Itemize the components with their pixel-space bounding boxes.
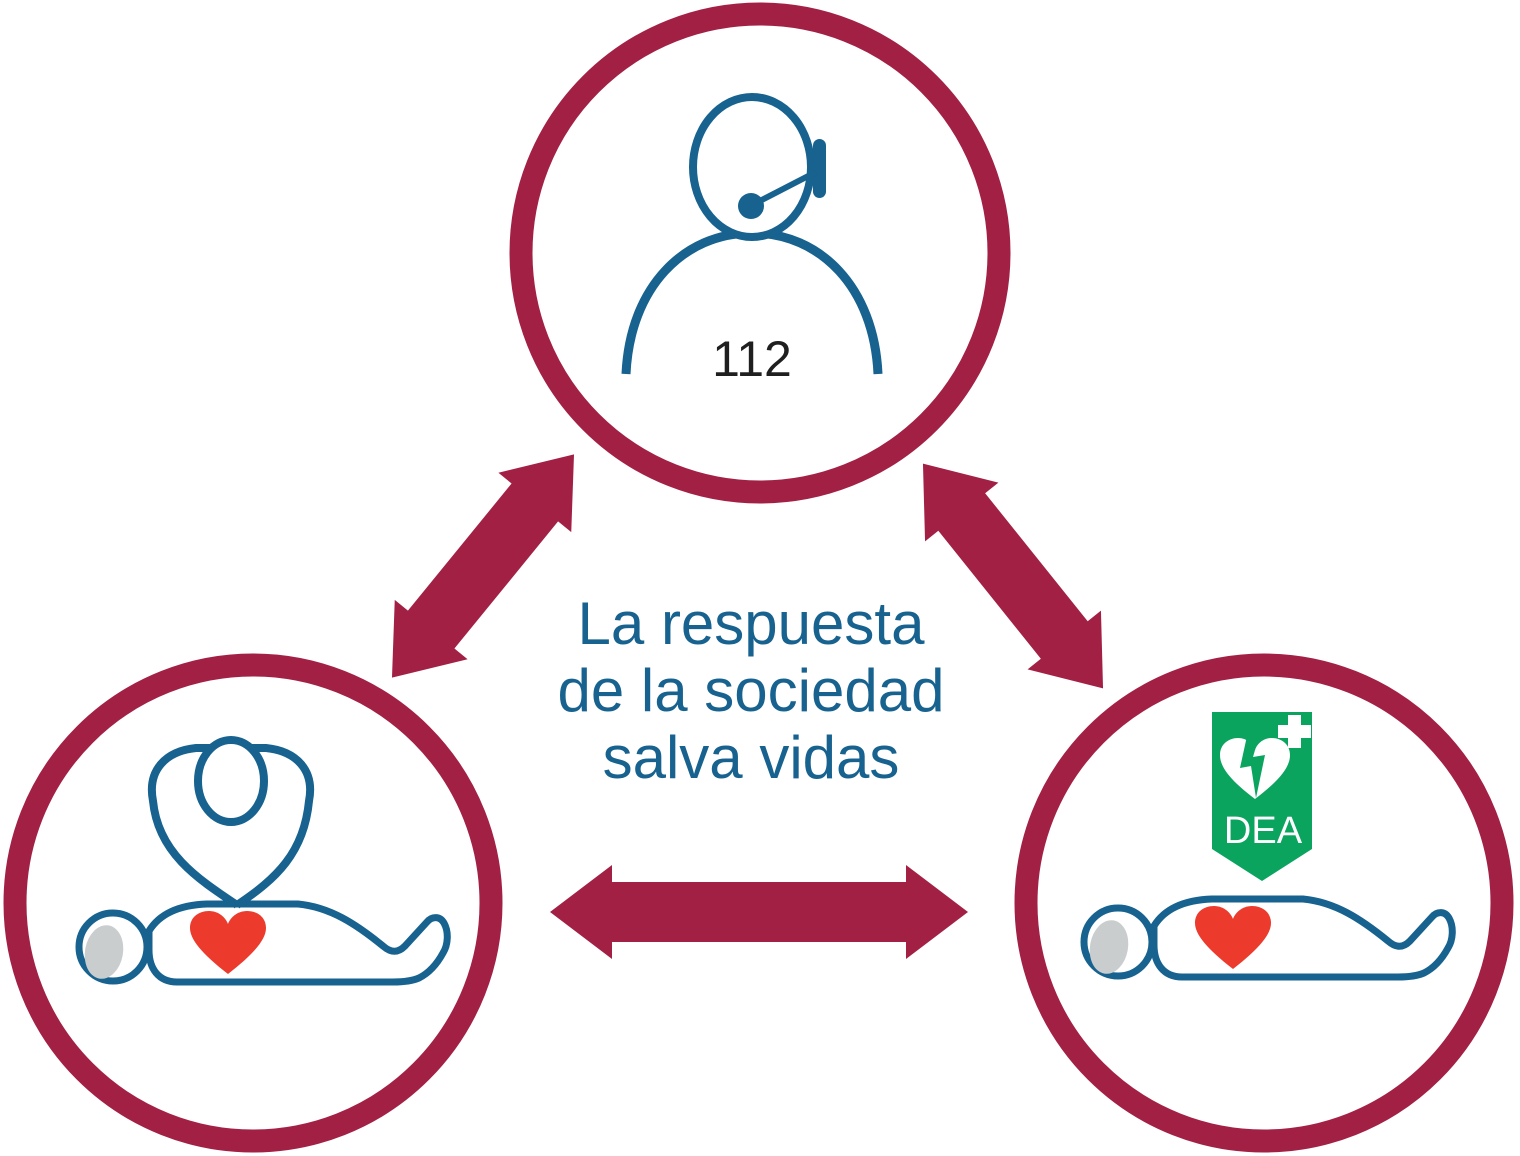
- headset-earpiece: [813, 139, 826, 198]
- center-message-line2: de la sociedad: [558, 657, 945, 724]
- headset-microphone: [738, 193, 764, 219]
- aed-node: DEA: [1014, 653, 1514, 1153]
- rescuer-head: [194, 736, 268, 826]
- dispatcher-node: 112: [509, 2, 1011, 504]
- aed-sign-icon: DEA: [1212, 712, 1312, 881]
- dispatcher-head: [689, 93, 815, 241]
- cross-icon: [1278, 715, 1311, 748]
- center-message-line3: salva vidas: [603, 724, 900, 791]
- lightning-bolt-icon: [1240, 736, 1265, 798]
- dispatcher-headset-icon: [621, 93, 883, 375]
- headset-boom: [750, 169, 818, 208]
- center-message-line1: La respuesta: [578, 590, 926, 657]
- cpr-compressions-icon: [79, 736, 447, 982]
- arrow-cpr-aed: [550, 865, 968, 959]
- emergency-number: 112: [712, 331, 792, 387]
- rescuer-arms: [147, 744, 315, 909]
- dispatcher-ring: [509, 2, 1011, 504]
- cpr-node: [3, 653, 503, 1153]
- aed-sign-label: DEA: [1224, 810, 1303, 852]
- arrow-dispatcher-aed: [922, 463, 1104, 689]
- center-message: La respuesta de la sociedad salva vidas: [558, 590, 945, 791]
- arrow-dispatcher-cpr: [391, 454, 575, 678]
- connector-arrows: [391, 454, 1104, 959]
